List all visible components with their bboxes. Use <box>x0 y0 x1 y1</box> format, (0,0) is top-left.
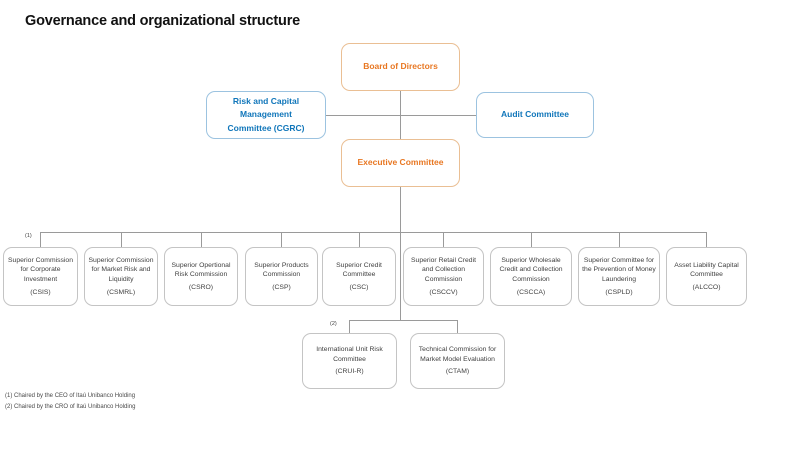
node-acronym: (CRUI-R) <box>335 368 364 376</box>
footnote-marker-2: (2) <box>330 321 337 327</box>
footnote-marker-1: (1) <box>25 233 32 239</box>
node-label: Superior Credit Committee <box>336 261 382 279</box>
org-node-cscca: Superior Wholesale Credit and Collection… <box>490 247 572 306</box>
org-node-crui-r: International Unit Risk Committee (CRUI-… <box>302 333 397 389</box>
org-node-alcco: Asset Liability Capital Committee (ALCCO… <box>666 247 747 306</box>
connector-stub-alcco <box>706 232 707 247</box>
node-acronym: (CSP) <box>272 283 291 291</box>
node-label: Superior Opertional Risk Commission <box>171 261 231 279</box>
node-label: Superior Products Commission <box>254 261 309 279</box>
node-acronym: (CTAM) <box>445 368 470 376</box>
page-title: Governance and organizational structure <box>25 13 301 29</box>
node-acronym: (CSMRL) <box>106 288 136 296</box>
org-node-csp: Superior Products Commission (CSP) <box>245 247 318 306</box>
footnote-1: (1) Chaired by the CEO of Itaú Unibanco … <box>5 393 136 399</box>
org-node-ctam: Technical Commission for Market Model Ev… <box>410 333 505 389</box>
node-acronym: (CSIS) <box>30 288 51 296</box>
node-label: Risk and Capital Management Committee (C… <box>227 96 305 133</box>
node-label: Superior Commission for Corporate Invest… <box>8 256 73 283</box>
org-node-csc: Superior Credit Committee (CSC) <box>322 247 396 306</box>
org-node-csccv: Superior Retail Credit and Collection Co… <box>403 247 484 306</box>
node-acronym: (CSC) <box>349 283 369 291</box>
connector-stub-cruir <box>349 320 350 333</box>
node-label: Audit Committee <box>501 109 569 120</box>
connector-stub-csc <box>359 232 360 247</box>
org-node-audit-committee: Audit Committee <box>476 92 594 138</box>
node-acronym: (ALCCO) <box>692 283 721 291</box>
connector-stub-csccv <box>443 232 444 247</box>
node-label: Technical Commission for Market Model Ev… <box>418 346 497 363</box>
connector-row2-bus <box>349 320 458 321</box>
org-node-csmrl: Superior Commission for Market Risk and … <box>84 247 158 306</box>
connector-stub-csp <box>281 232 282 247</box>
org-node-executive-committee: Executive Committee <box>341 139 460 187</box>
connector-row1-bus <box>40 232 707 233</box>
org-node-csro: Superior Opertional Risk Commission (CSR… <box>164 247 238 306</box>
connector-stub-csmrl <box>121 232 122 247</box>
org-node-cgrc: Risk and Capital Management Committee (C… <box>206 91 326 139</box>
node-label: Superior Retail Credit and Collection Co… <box>411 256 476 283</box>
node-acronym: (CSCCV) <box>429 288 458 296</box>
node-acronym: (CSRO) <box>188 283 214 291</box>
org-node-cspld: Superior Committee for the Prevention of… <box>578 247 660 306</box>
org-node-board-of-directors: Board of Directors <box>341 43 460 91</box>
org-node-csis: Superior Commission for Corporate Invest… <box>3 247 78 306</box>
node-label: Asset Liability Capital Committee <box>674 261 739 279</box>
node-label: Superior Wholesale Credit and Collection… <box>499 256 563 283</box>
connector-stub-csis <box>40 232 41 247</box>
connector-stub-ctam <box>457 320 458 333</box>
connector-cgrc-audit <box>326 115 476 116</box>
connector-stub-cscca <box>531 232 532 247</box>
node-label: Superior Committee for the Prevention of… <box>582 256 656 283</box>
node-acronym: (CSPLD) <box>605 288 633 296</box>
node-label: Executive Committee <box>357 157 444 168</box>
node-label: Superior Commission for Market Risk and … <box>88 256 154 283</box>
footnote-2: (2) Chaired by the CRO of Itaú Unibanco … <box>5 404 136 410</box>
node-acronym: (CSCCA) <box>516 288 546 296</box>
connector-stub-cspld <box>619 232 620 247</box>
connector-stub-csro <box>201 232 202 247</box>
footnotes: (1) Chaired by the CEO of Itaú Unibanco … <box>5 391 135 413</box>
connector-executive-down <box>400 187 401 320</box>
node-label: International Unit Risk Committee <box>316 346 383 363</box>
node-label: Board of Directors <box>363 61 438 72</box>
